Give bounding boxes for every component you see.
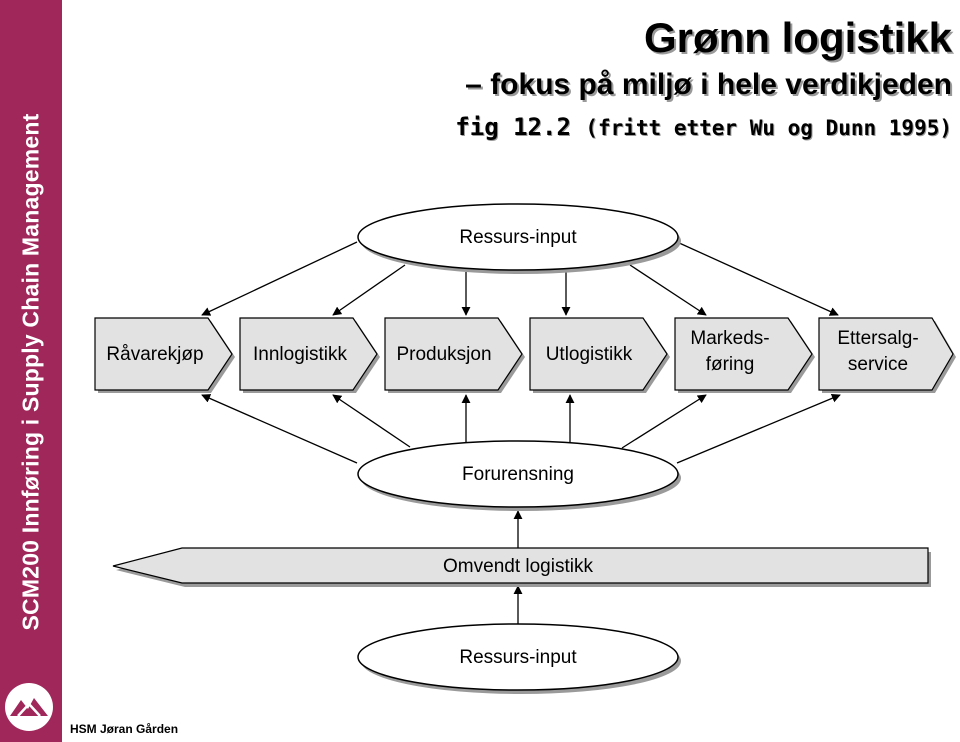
chain-step-markedsforing: Markeds- føring [674, 317, 815, 393]
value-chain: Råvarekjøp Innlogistikk Produksjon Utlog… [94, 317, 956, 393]
chain-step-label: Råvarekjøp [106, 344, 203, 365]
chain-step-label: føring [706, 354, 755, 375]
resource-input-arrows [201, 241, 839, 316]
chain-step-label: service [848, 354, 908, 375]
chain-step-label: Produksjon [396, 344, 491, 365]
resource-input-top: Ressurs-input [357, 203, 681, 274]
resource-input-bottom-label: Ressurs-input [459, 647, 577, 668]
chain-step-label: Utlogistikk [546, 344, 633, 365]
pollution-ellipse: Forurensning [357, 440, 681, 511]
reverse-logistics-arrow: Omvendt logistikk [112, 547, 931, 587]
chain-step-label: Innlogistikk [253, 344, 347, 365]
mountain-logo-icon [5, 683, 53, 731]
footer-author: HSM Jøran Gården [70, 722, 179, 736]
chain-step-ettersalgservice: Ettersalg- service [818, 317, 956, 393]
pollution-arrows [201, 393, 841, 464]
pollution-label: Forurensning [462, 464, 574, 485]
figure-label: fig 12.2 [455, 113, 571, 141]
chain-step-utlogistikk: Utlogistikk [529, 317, 670, 393]
page-title: Grønn logistikk [643, 14, 952, 61]
chain-step-label: Markeds- [690, 328, 769, 349]
figure-reference: fig 12.2 (fritt etter Wu og Dunn 1995) [455, 113, 952, 141]
chain-step-produksjon: Produksjon [384, 317, 525, 393]
chain-step-innlogistikk: Innlogistikk [239, 317, 380, 393]
chain-step-label: Ettersalg- [837, 328, 918, 349]
page-subtitle: – fokus på miljø i hele verdikjeden [465, 68, 952, 101]
chain-step-ravarekjop: Råvarekjøp [94, 317, 235, 393]
resource-input-bottom: Ressurs-input [357, 623, 681, 694]
sidebar: SCM200 Innføring i Supply Chain Manageme… [0, 0, 62, 742]
reverse-logistics-label: Omvendt logistikk [443, 556, 593, 577]
resource-input-top-label: Ressurs-input [459, 227, 577, 248]
figure-source: (fritt etter Wu og Dunn 1995) [585, 116, 952, 140]
